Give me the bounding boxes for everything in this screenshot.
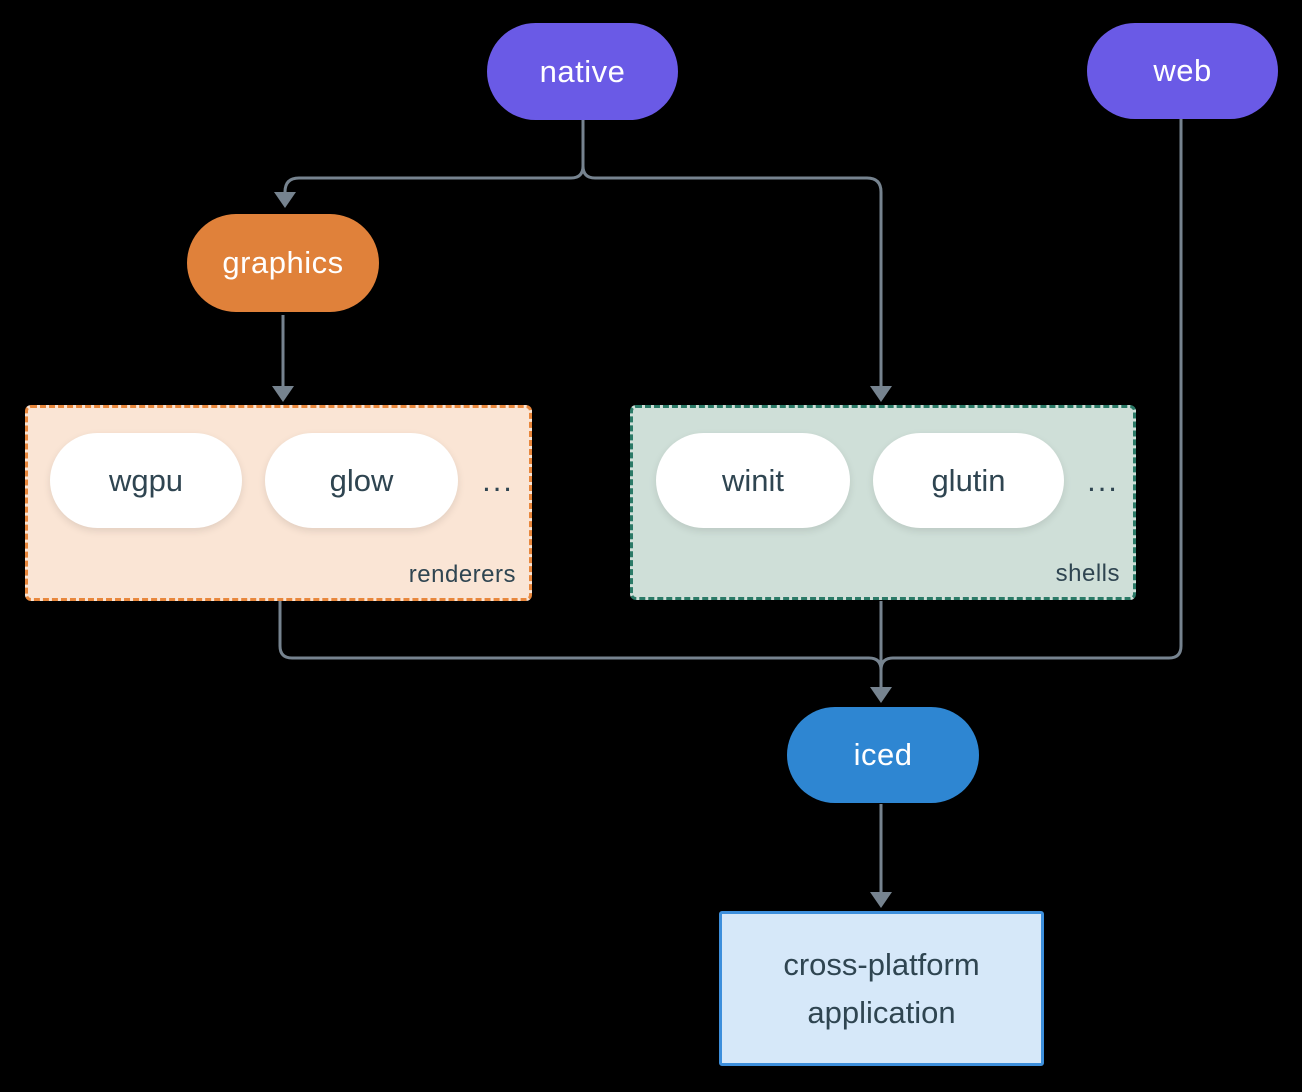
edge-renderers-to-junction [278,601,883,671]
lib-glow-label: glow [329,462,394,498]
lib-pill-wgpu: wgpu [50,433,242,528]
lib-wgpu-label: wgpu [108,462,184,498]
edge-native-to-shells [581,119,892,402]
node-native: native [487,23,678,120]
node-iced: iced [787,707,979,803]
shells-group-label: shells [1055,560,1120,587]
node-web: web [1087,23,1278,119]
lib-glutin-label: glutin [931,462,1006,498]
lib-pill-glutin: glutin [873,433,1064,528]
renderers-group-label: renderers [408,561,516,588]
lib-pill-winit: winit [656,433,850,528]
group-renderers: wgpu glow ... renderers [25,405,532,601]
edge-native-to-graphics [274,119,585,208]
node-iced-label: iced [853,737,913,772]
node-native-label: native [539,53,626,89]
node-web-label: web [1153,53,1212,88]
renderers-ellipsis: ... [482,462,514,498]
lib-pill-glow: glow [265,433,458,528]
shells-ellipsis: ... [1087,462,1119,498]
cross-platform-application-box: cross-platform application [719,911,1044,1066]
app-box-label-line1: cross-platform [783,946,980,982]
app-box-label-line2: application [807,994,956,1030]
group-shells: winit glutin ... shells [630,405,1136,600]
node-graphics: graphics [187,214,379,312]
node-graphics-label: graphics [222,245,344,280]
lib-winit-label: winit [721,462,784,498]
